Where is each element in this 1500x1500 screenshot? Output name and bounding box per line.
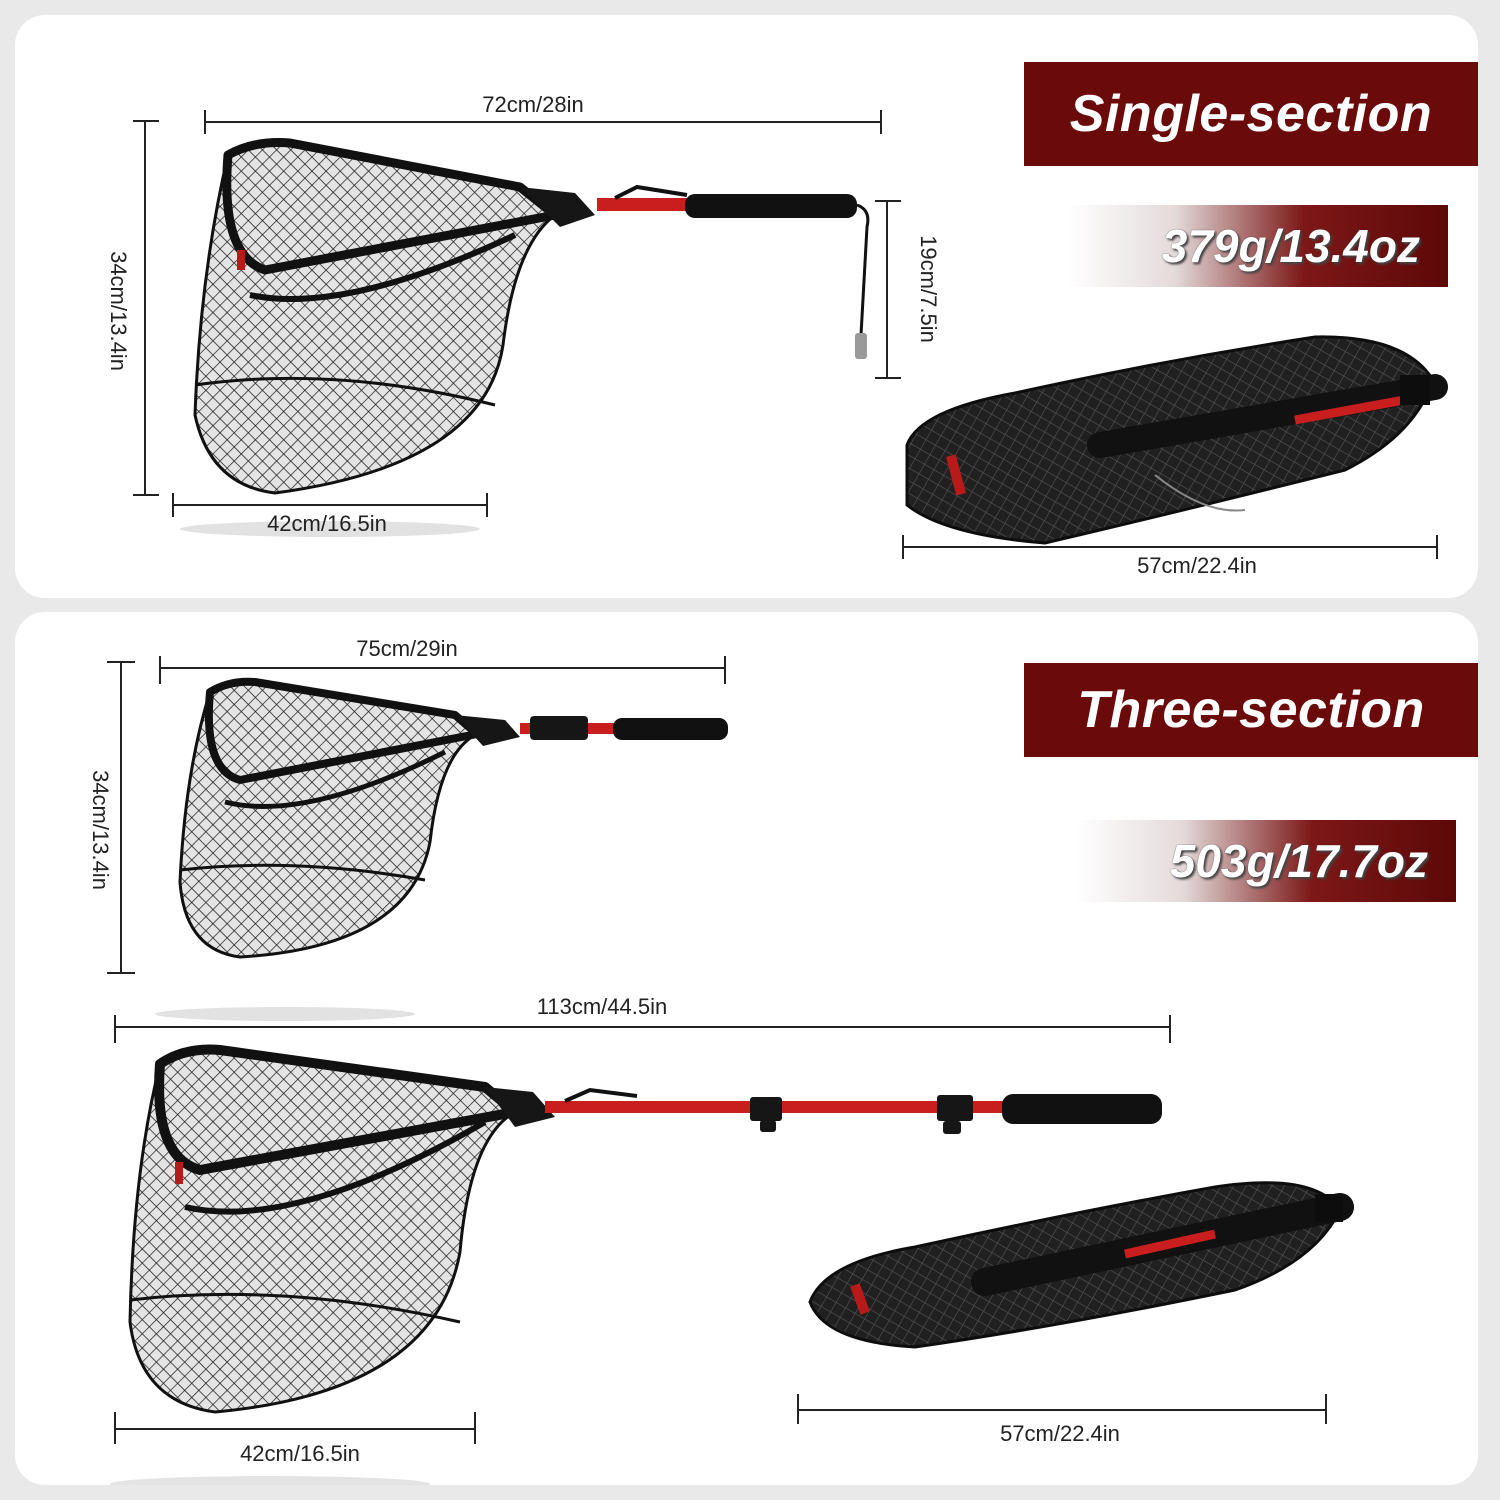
- single-hoop-label: 42cm/16.5in: [267, 511, 387, 536]
- single-height-label: 34cm/13.4in: [106, 251, 131, 371]
- three-section-illustration: 75cm/29in 34cm/13.4in 113cm/44.5in: [88, 636, 1354, 1485]
- single-lanyard-clip: [855, 333, 867, 359]
- three-extended-grip: [1002, 1094, 1162, 1124]
- single-section-banner: Single-section: [1024, 62, 1478, 166]
- three-height-dimension: 34cm/13.4in: [88, 661, 135, 974]
- three-length-label: 75cm/29in: [356, 636, 458, 661]
- three-section-panel: Three-section 503g/17.7oz 75cm/29in 34c: [15, 612, 1478, 1485]
- three-section-banner: Three-section: [1024, 663, 1478, 757]
- single-handle-shaft: [597, 198, 687, 211]
- single-section-weight: 379g/13.4oz: [1068, 205, 1448, 287]
- three-net-collapsed: [178, 677, 728, 959]
- single-section-illustration: 72cm/28in 34cm/13.4in 42cm/16.5in 19cm/7…: [106, 92, 1448, 578]
- three-height-label: 34cm/13.4in: [88, 770, 113, 890]
- three-collapsed-grip: [613, 718, 728, 740]
- single-length-dimension: 72cm/28in: [204, 92, 882, 134]
- three-hoop-dimension: 42cm/16.5in: [110, 1412, 476, 1485]
- three-extended-label: 113cm/44.5in: [537, 994, 667, 1019]
- three-net-extended: [128, 1044, 1162, 1414]
- single-hoop-dimension: 42cm/16.5in: [172, 493, 488, 537]
- single-handle-grip: [685, 194, 857, 218]
- three-folded-dimension: 57cm/22.4in: [797, 1394, 1327, 1446]
- single-lanyard-label: 19cm/7.5in: [916, 235, 941, 343]
- three-length-dimension: 75cm/29in: [159, 636, 726, 684]
- single-length-label: 72cm/28in: [482, 92, 584, 117]
- single-folded-dimension: 57cm/22.4in: [902, 535, 1438, 578]
- single-net-folded: [905, 335, 1448, 545]
- single-net-unfolded: [193, 138, 870, 495]
- single-lanyard: [856, 203, 870, 336]
- three-net-folded: [808, 1181, 1354, 1349]
- single-folded-label: 57cm/22.4in: [1137, 553, 1257, 578]
- single-lanyard-dimension: 19cm/7.5in: [875, 200, 941, 379]
- three-extended-dimension: 113cm/44.5in: [114, 994, 1171, 1043]
- single-height-dimension: 34cm/13.4in: [106, 120, 159, 496]
- single-section-panel: Single-section 379g/13.4oz 72cm/28in 34: [15, 15, 1478, 598]
- three-hoop-label: 42cm/16.5in: [240, 1441, 360, 1466]
- three-section-weight: 503g/17.7oz: [1076, 820, 1456, 902]
- three-folded-label: 57cm/22.4in: [1000, 1421, 1120, 1446]
